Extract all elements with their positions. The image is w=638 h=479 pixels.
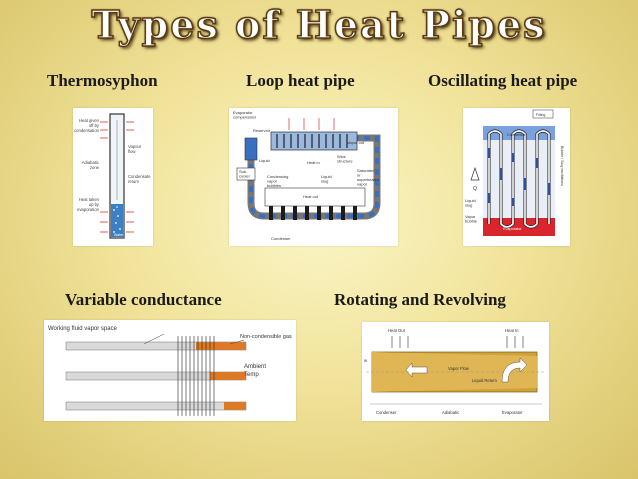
evaporator bbox=[270, 131, 358, 151]
liquid-return-text: Liquid Return bbox=[472, 378, 498, 383]
rotating-core bbox=[372, 352, 537, 392]
slide-title: Types of Heat Pipes bbox=[91, 1, 547, 48]
vapor-out-text: Vapor out bbox=[347, 140, 365, 145]
heat-out-text: Heat Out bbox=[388, 328, 406, 333]
ambient-temp-text: Ambient bbox=[244, 364, 266, 370]
working-fluid-text: Working fluid vapor space bbox=[48, 326, 118, 332]
liquid-slug-text: Liquid bbox=[465, 198, 476, 203]
liquid-slugs bbox=[488, 148, 550, 206]
label-loop-heat-pipe: Loop heat pipe bbox=[246, 71, 355, 90]
serpentine-inner bbox=[488, 130, 550, 228]
vapor-flow-text: Vapor Flow bbox=[448, 366, 470, 371]
vapor-bubble-text: Vapor bbox=[465, 214, 476, 219]
bubbles bbox=[113, 206, 121, 233]
condensate-return-text: Condensate bbox=[128, 174, 151, 179]
condenser-fins bbox=[177, 336, 215, 416]
filling-text: Filling bbox=[536, 113, 545, 117]
label-rotating-and-revolving: Rotating and Revolving bbox=[334, 290, 506, 309]
filling-box bbox=[532, 109, 554, 119]
sub-cooler bbox=[236, 167, 256, 181]
return-arrow-icon bbox=[501, 357, 528, 383]
evaporator-text: Evaporator bbox=[502, 410, 523, 415]
non-condensible-text: Non-condensible gas bbox=[240, 334, 292, 340]
condenser-fins bbox=[269, 206, 357, 220]
pipe-2 bbox=[65, 371, 247, 381]
sub-cooler-text: Sub- bbox=[239, 169, 248, 174]
evaporator-text: Evaporator bbox=[503, 227, 522, 231]
condenser-box bbox=[264, 187, 366, 207]
wick-structure-text: Wick bbox=[337, 154, 346, 159]
vapour-flow-text: Vapour bbox=[128, 144, 142, 149]
heat-in-arrows bbox=[288, 118, 335, 130]
omega-text: w bbox=[364, 358, 368, 363]
label-variable-conductance: Variable conductance bbox=[65, 290, 222, 309]
evaporator-compensator-text: Evaporator bbox=[233, 110, 253, 115]
heat-arrows bbox=[100, 121, 134, 233]
variable-conductance-diagram: Working fluid vapor space Non-condensibl… bbox=[44, 320, 296, 421]
vapor-flow-arrow-icon bbox=[405, 362, 428, 378]
heat-in-text: Heat In bbox=[505, 328, 519, 333]
heat-given-text-1: Heat given bbox=[79, 118, 100, 123]
liquid-text: Liquid bbox=[259, 158, 270, 163]
condensing-text: Condensing bbox=[267, 174, 288, 179]
condenser-text: Condenser bbox=[271, 236, 291, 241]
condenser-text: Condenser bbox=[376, 410, 397, 415]
adiabatic-zone-text: Adiabatic bbox=[82, 160, 99, 165]
condenser-text: Condenser bbox=[507, 133, 526, 137]
evaporator-lines bbox=[276, 134, 348, 148]
loop-fluid bbox=[249, 136, 379, 218]
label-oscillating-heat-pipe: Oscillating heat pipe bbox=[428, 71, 578, 90]
rotating-heat-pipe-diagram: Heat Out Heat In Vapor Flow Liquid Retur… bbox=[362, 322, 549, 421]
water-text: Water bbox=[114, 233, 124, 237]
reservoir bbox=[244, 137, 258, 161]
oscillations-text: Bubble / Slug oscillations bbox=[560, 146, 564, 186]
adiabatic-band bbox=[483, 140, 555, 218]
label-thermosyphon: Thermosyphon bbox=[47, 71, 158, 90]
heat-taken-text: Heat taken bbox=[79, 197, 100, 202]
adiabatic-text: Adiabatic bbox=[442, 410, 459, 415]
pipe-3 bbox=[65, 401, 247, 411]
reservoir-text: Reservoir bbox=[253, 128, 271, 133]
pipe-1 bbox=[65, 341, 247, 351]
heat-out-text: Heat out bbox=[303, 194, 319, 199]
heat-in-text: Heat in bbox=[307, 160, 320, 165]
liquid-slug-text: Liquid bbox=[321, 174, 332, 179]
svg-text:Sub-cooler: Sub-cooler bbox=[239, 169, 251, 179]
saturated-vapor-text: Saturated bbox=[357, 168, 374, 173]
q-text: Q bbox=[473, 186, 477, 192]
heat-out-arrows bbox=[391, 336, 409, 348]
q-arrow-icon bbox=[470, 166, 480, 181]
heat-in-arrows bbox=[506, 336, 524, 348]
